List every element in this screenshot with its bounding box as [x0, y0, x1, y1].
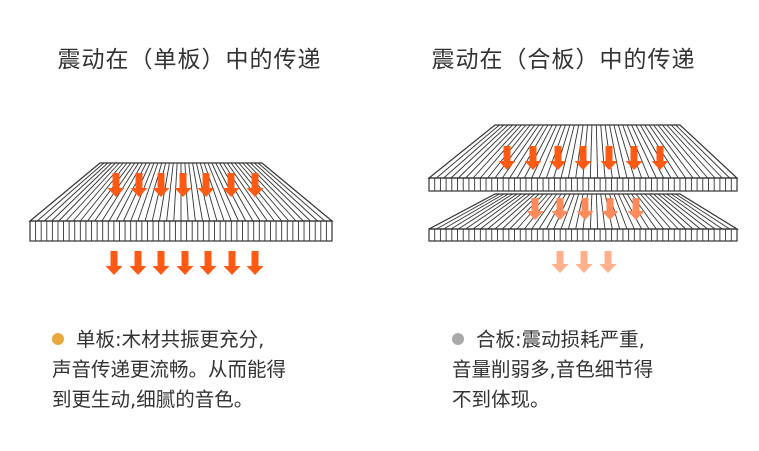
- composite-caption-line-2: 音量削弱多,音色细节得: [452, 358, 654, 381]
- single-caption-line-1: 单板:木材共振更充分,: [52, 325, 352, 355]
- single-board-caption: 单板:木材共振更充分, 声音传递更流畅。从而能得 到更生动,细腻的音色。: [52, 325, 352, 415]
- composite-arrow-down-icon-top-2: [524, 146, 542, 170]
- single-arrow-down-icon-bottom-2: [129, 251, 147, 275]
- single-arrow-down-icon-top-3: [152, 173, 170, 197]
- composite-arrow-down-icon-middle-5: [627, 198, 645, 220]
- composite-board-lower: [428, 193, 740, 242]
- single-arrow-down-icon-top-2: [130, 173, 148, 197]
- single-arrow-down-icon-bottom-5: [199, 251, 217, 275]
- single-arrow-down-icon-top-6: [222, 173, 240, 197]
- composite-board-upper-front-face: [428, 177, 738, 192]
- single-board-diagram: [28, 162, 334, 275]
- single-caption-line-2: 声音传递更流畅。从而能得: [52, 358, 287, 381]
- single-board-front-face: [29, 220, 333, 242]
- composite-caption-line-3: 不到体现。: [452, 388, 550, 411]
- composite-arrow-down-icon-bottom-2: [575, 251, 593, 273]
- composite-board-diagram: [427, 124, 740, 273]
- composite-arrow-down-icon-top-6: [625, 146, 643, 170]
- single-arrow-down-icon-bottom-3: [152, 251, 170, 275]
- single-board-title: 震动在（单板）中的传递: [57, 47, 322, 73]
- composite-arrow-down-icon-top-7: [651, 146, 669, 170]
- single-arrow-down-icon-top-1: [107, 173, 125, 197]
- composite-arrow-down-icon-middle-4: [601, 198, 619, 220]
- single-arrow-down-icon-bottom-4: [176, 251, 194, 275]
- single-board-panel: 震动在（单板）中的传递 单板:木材共振更充分, 声音传递更流畅。从而能得 到更生…: [0, 0, 379, 451]
- single-arrow-down-icon-bottom-1: [105, 251, 123, 275]
- composite-board-panel: 震动在（合板）中的传递 合板:震动损耗严重, 音量削弱多,音色细节得 不到体现。: [380, 0, 759, 451]
- composite-arrow-down-icon-top-4: [574, 146, 592, 170]
- composite-arrow-down-icon-bottom-3: [599, 251, 617, 273]
- composite-arrow-down-icon-top-3: [549, 146, 567, 170]
- single-arrow-down-icon-top-7: [246, 173, 264, 197]
- single-arrow-down-icon-top-4: [174, 173, 192, 197]
- composite-arrow-down-icon-middle-1: [526, 198, 544, 220]
- composite-arrow-down-icon-bottom-1: [551, 251, 569, 273]
- single-board: [28, 162, 334, 242]
- composite-arrow-down-icon-middle-2: [551, 198, 569, 220]
- single-arrow-down-icon-bottom-6: [223, 251, 241, 275]
- composite-caption-line-1: 合板:震动损耗严重,: [452, 325, 742, 355]
- single-caption-line-3: 到更生动,细腻的音色。: [52, 388, 254, 411]
- composite-board-title: 震动在（合板）中的传递: [431, 47, 696, 73]
- composite-board-caption: 合板:震动损耗严重, 音量削弱多,音色细节得 不到体现。: [452, 325, 742, 415]
- single-bullet-dot-icon: [52, 333, 64, 345]
- single-arrow-down-icon-bottom-7: [246, 251, 264, 275]
- composite-board-lower-front-face: [428, 228, 738, 242]
- single-arrow-down-icon-top-5: [197, 173, 215, 197]
- composite-bullet-dot-icon: [452, 333, 464, 345]
- composite-arrow-down-icon-top-5: [600, 146, 618, 170]
- composite-arrow-down-icon-top-1: [498, 146, 516, 170]
- composite-arrow-down-icon-middle-3: [576, 198, 594, 220]
